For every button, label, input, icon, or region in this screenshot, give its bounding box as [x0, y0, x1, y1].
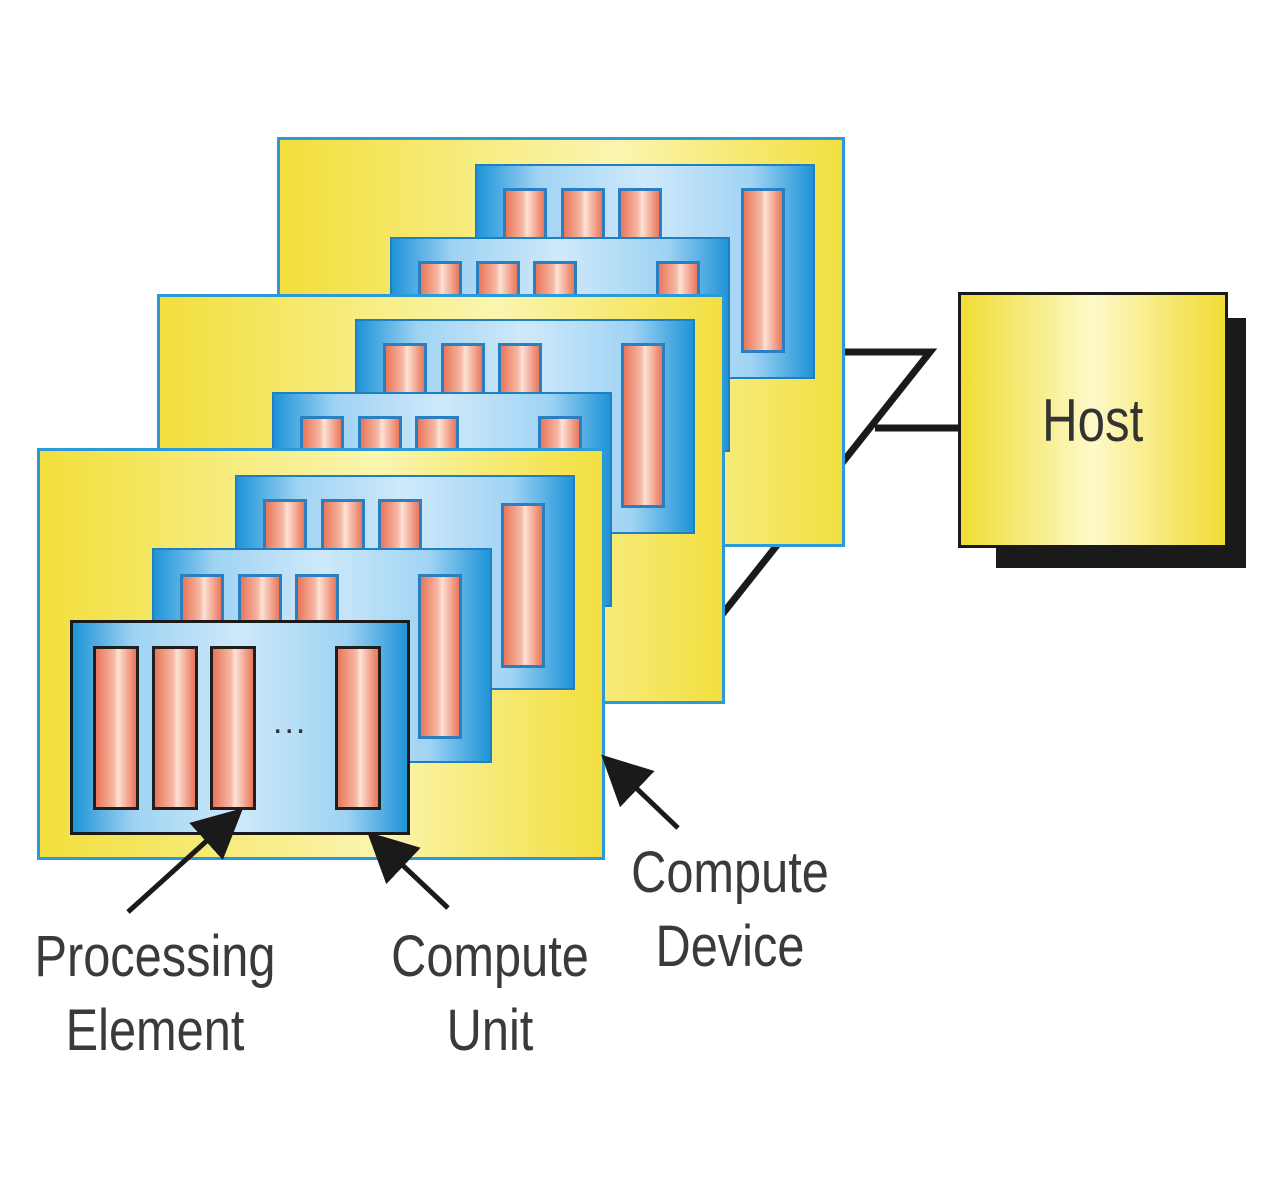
compute-unit-arrow [367, 831, 450, 910]
host-box: Host [958, 292, 1228, 548]
processing-element [621, 343, 665, 508]
compute-unit-label-line-1: Compute [391, 924, 589, 989]
compute-device-label: Compute Device [621, 836, 839, 984]
compute-unit-front: ... [70, 620, 410, 835]
compute-unit-label: Compute Unit [381, 920, 599, 1068]
processing-element [152, 646, 198, 810]
processing-element [93, 646, 139, 810]
compute-device-arrow [601, 754, 680, 830]
more-processing-elements-ellipsis: ... [273, 703, 308, 741]
compute-unit-label-line-2: Unit [446, 998, 534, 1063]
compute-device-label-line-1: Compute [631, 840, 829, 905]
processing-element [741, 188, 785, 353]
processing-element-label: Processing Element [33, 920, 277, 1068]
processing-element-label-line-1: Processing [34, 924, 276, 989]
host-label: Host [1042, 386, 1144, 454]
processing-element-arrow [126, 807, 244, 914]
processing-element [501, 503, 545, 668]
compute-device-label-line-2: Device [655, 914, 805, 979]
processing-element [335, 646, 381, 810]
processing-element [210, 646, 256, 810]
processing-element [418, 574, 462, 739]
compute-device-front: ... [37, 448, 605, 860]
processing-element-label-line-2: Element [65, 998, 245, 1063]
